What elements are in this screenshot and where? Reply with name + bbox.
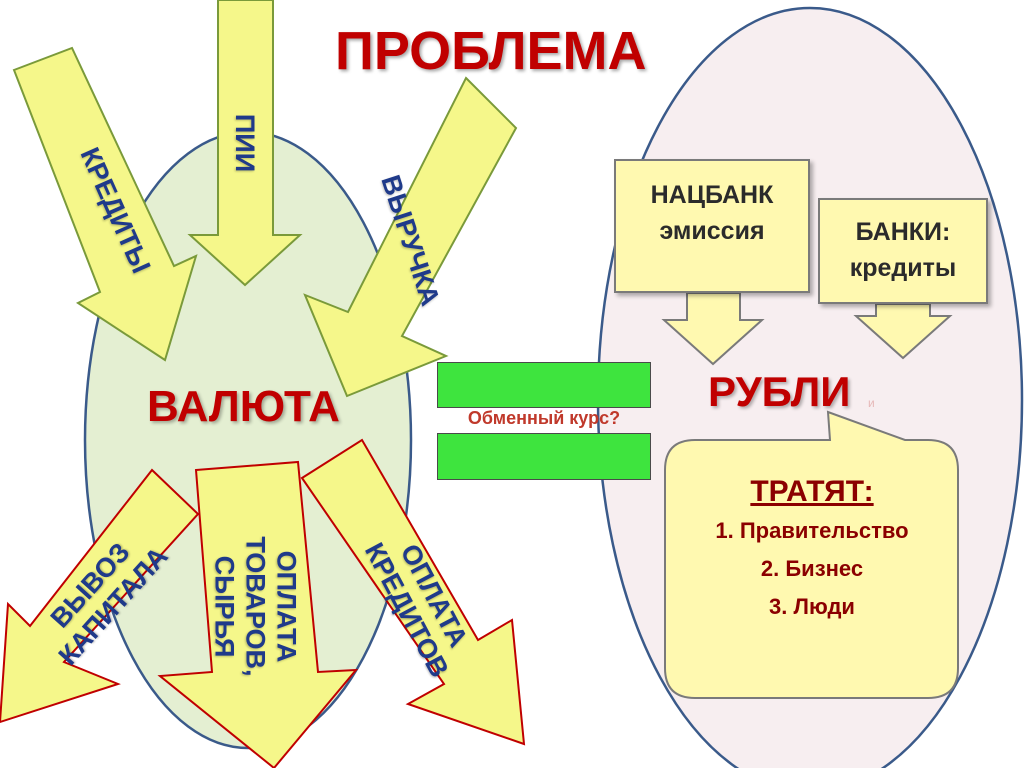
page-title: ПРОБЛЕМА <box>335 21 647 81</box>
spenders-callout <box>664 410 959 699</box>
spenders-text: ТРАТЯТ: 1. Правительство 2. Бизнес 3. Лю… <box>668 472 956 626</box>
exchange-bar-bottom <box>437 433 651 480</box>
goods-payment-line1: ОПЛАТА <box>271 550 302 663</box>
goods-payment-line3: СЫРЬЯ <box>209 555 240 658</box>
fdi-label: ПИИ <box>230 113 260 173</box>
spenders-heading: ТРАТЯТ: <box>750 475 874 508</box>
natsbank-box: НАЦБАНК эмиссия <box>614 159 810 293</box>
rubles-label-suffix: и <box>868 396 875 410</box>
rubles-label: РУБЛИ <box>708 368 851 415</box>
revenue-arrow <box>303 76 518 398</box>
spender-item-business: 2. Бизнес <box>760 556 864 581</box>
goods-payment-line2: ТОВАРОВ, <box>240 536 271 677</box>
exchange-rate-label: Обменный курс? <box>467 408 621 428</box>
spender-item-people: 3. Люди <box>769 594 855 619</box>
goods-payment-arrow <box>157 460 359 768</box>
natsbank-title: НАЦБАНК <box>650 181 774 209</box>
spender-item-government: 1. Правительство <box>715 518 909 543</box>
banks-title: БАНКИ: <box>855 218 951 246</box>
natsbank-down-arrow <box>661 292 765 366</box>
fdi-arrow <box>187 0 303 287</box>
banks-box: БАНКИ: кредиты <box>818 198 988 304</box>
credit-payment-arrow <box>300 438 526 746</box>
banks-down-arrow <box>853 303 953 360</box>
banks-subtitle: кредиты <box>849 254 957 282</box>
natsbank-subtitle: эмиссия <box>659 217 765 245</box>
currency-label: ВАЛЮТА <box>147 382 340 431</box>
credits-in-arrow <box>12 46 198 362</box>
goods-payment-label: ОПЛАТА ТОВАРОВ, СЫРЬЯ <box>209 527 302 687</box>
exchange-bar-top <box>437 362 651 408</box>
capital-outflow-arrow <box>0 468 200 724</box>
